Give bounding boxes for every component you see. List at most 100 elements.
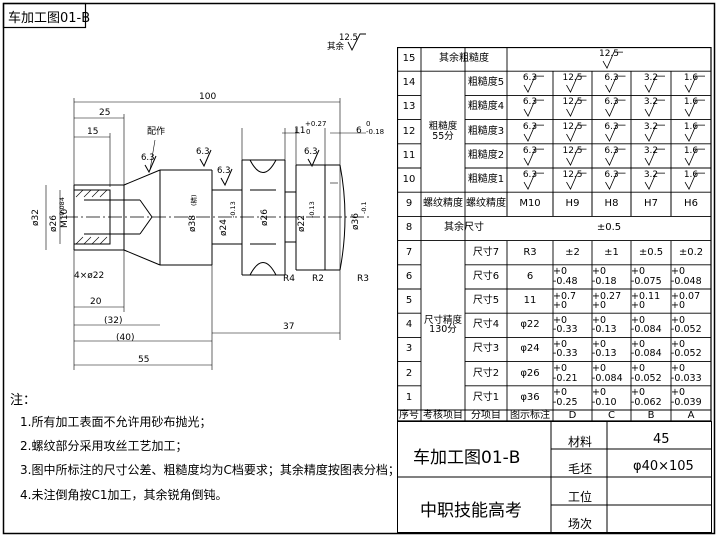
roughness-symbol: [605, 172, 626, 190]
grade-roughness: 12.5: [553, 168, 592, 192]
grade-value: +0-0.084: [631, 338, 662, 360]
item-label: 其余尺寸: [444, 222, 484, 234]
ra-3: 6.3: [217, 166, 231, 176]
grade-value: ±0.2: [678, 246, 704, 258]
grade-value: +0-0.33: [553, 314, 578, 336]
grade-value: +0-0.25: [553, 387, 578, 408]
roughness-symbol: [684, 75, 705, 94]
spec-value: φ36: [520, 391, 540, 403]
other-dim-tol: ±0.5: [596, 222, 622, 234]
grade-roughness: 1.6: [671, 120, 711, 144]
roughness-symbol: [684, 124, 705, 142]
dim-55: 55: [138, 355, 150, 365]
grade-roughness: 6.3: [592, 144, 631, 168]
roughness-symbol: [566, 75, 587, 94]
roughness-symbol: [644, 100, 665, 118]
grade-roughness: 1.6: [671, 144, 711, 168]
row-number: 11: [402, 149, 416, 161]
roughness-symbol: [605, 75, 626, 94]
dim-r3: R3: [357, 274, 369, 284]
grade-value: ±1: [604, 246, 619, 258]
roughness-symbol: [566, 100, 587, 118]
notes-heading: 注：: [10, 393, 37, 408]
roughness-symbol: [523, 148, 544, 166]
grade-value: +0-0.052: [631, 363, 662, 384]
grade-value: +0.7+0: [553, 290, 577, 312]
grade-roughness: 6.3: [592, 95, 631, 119]
roughness-symbol: [523, 100, 544, 118]
header-spec: 图示标注: [510, 409, 550, 421]
roughness-symbol: [566, 148, 587, 166]
grade-value: H7: [644, 198, 658, 210]
grade-roughness: 1.6: [671, 95, 711, 119]
dim-32: (32): [104, 316, 123, 326]
row-number: 8: [405, 222, 413, 234]
top-roughness-symbol: [347, 33, 366, 52]
dim-11-tol-upper: +0.27: [305, 120, 327, 128]
grade-value: ±2: [565, 246, 580, 258]
spec-value: φ24: [520, 343, 540, 355]
grade-value: +0-0.033: [671, 363, 702, 384]
header-grade: C: [608, 409, 615, 421]
grade-roughness: 6.3: [592, 71, 631, 95]
grade-roughness: 1.6: [671, 71, 711, 95]
grade-value: H8: [604, 198, 619, 210]
spec-value: M10: [519, 198, 541, 210]
sub-item: 尺寸2: [472, 367, 500, 379]
note-1: 1.所有加工表面不允许用砂布抛光；: [20, 415, 212, 429]
sub-item: 尺寸1: [472, 391, 500, 403]
corner-title: 车加工图01-B: [8, 11, 91, 26]
grade-value: +0-0.13: [592, 338, 617, 360]
spec-roughness: 6.3: [507, 144, 553, 168]
dim-dia24: ø24: [219, 219, 229, 236]
dim-dia32: ø32: [31, 209, 41, 226]
row-number: 2: [405, 367, 413, 379]
grade-roughness: 3.2: [631, 120, 671, 144]
top-roughness-label: 其余: [327, 42, 345, 52]
grade-value: H6: [684, 198, 698, 210]
header-grade: B: [647, 409, 655, 421]
note-2: 2.螺纹部分采用攻丝工艺加工；: [20, 439, 188, 453]
roughness-symbol: [644, 75, 665, 94]
dim-15: 15: [87, 127, 99, 137]
row-number: 3: [405, 343, 413, 355]
sub-item: 尺寸5: [472, 295, 500, 307]
grade-roughness: 3.2: [631, 144, 671, 168]
spec-roughness: 6.3: [507, 71, 553, 95]
dim-11: 11: [294, 126, 306, 136]
row-number: 13: [402, 101, 416, 113]
roughness-symbol: [644, 172, 665, 190]
sub-item: 螺纹精度: [466, 198, 506, 210]
header-sub: 分项目: [471, 409, 501, 421]
sub-item: 粗糙度3: [467, 125, 505, 137]
dim-6: 6: [356, 126, 362, 136]
dim-25: 25: [99, 108, 111, 118]
grade-roughness: 12.5: [553, 144, 592, 168]
roughness-symbol: [684, 100, 705, 118]
title-drawing-name: 车加工图01-B: [413, 448, 521, 468]
row-number: 12: [402, 125, 416, 137]
roughness-symbol: [523, 172, 544, 190]
row-number: 5: [405, 295, 413, 307]
grade-value: +0-0.075: [631, 266, 662, 287]
dim-dia22-tol: -0.13: [308, 201, 316, 218]
row-number: 7: [405, 246, 413, 258]
dim-dia38-note: (精): [190, 194, 198, 206]
spec-roughness: 6.3: [507, 168, 553, 192]
dim-dia36: ø36: [351, 213, 361, 230]
dim-100: 100: [199, 92, 217, 102]
roughness-symbol: [523, 75, 544, 94]
grade-value: +0-0.21: [553, 363, 578, 384]
grade-value: +0-0.048: [671, 266, 702, 287]
grade-value: +0.07+0: [671, 290, 701, 312]
grade-roughness: 12.5: [553, 71, 592, 95]
row-number: 15: [402, 53, 416, 65]
roughness-symbol: [605, 124, 626, 142]
station-label: 工位: [568, 490, 593, 504]
dim-6-tol-lower: -0.18: [366, 128, 385, 136]
dim-dia24-tol: -0.13: [229, 201, 237, 218]
blank-value: φ40×105: [633, 459, 694, 474]
